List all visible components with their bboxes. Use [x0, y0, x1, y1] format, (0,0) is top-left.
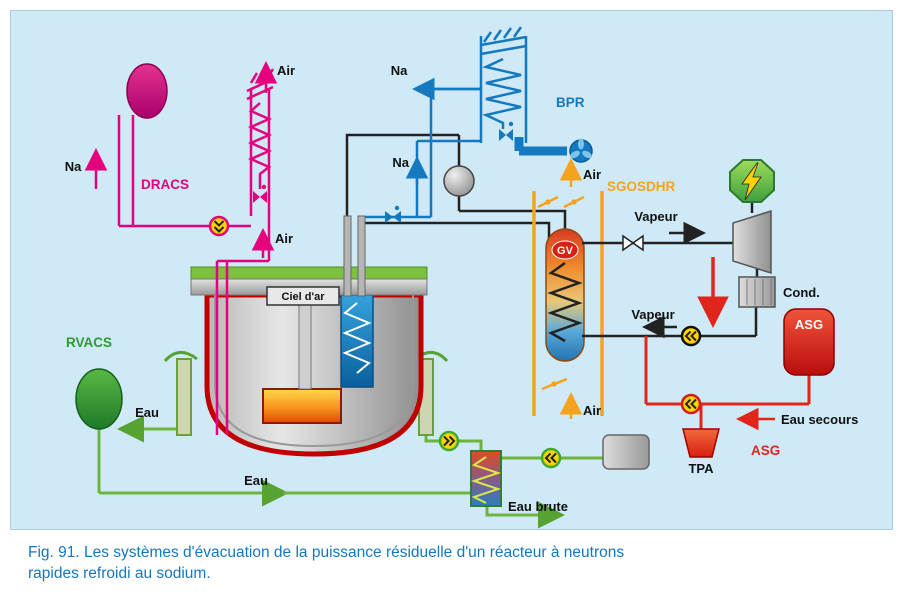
dracs-label: DRACS — [141, 177, 189, 192]
lightning-icon — [741, 162, 762, 201]
condenser-box — [738, 276, 776, 308]
rvacs-label: RVACS — [66, 335, 112, 350]
valve-icon — [622, 234, 644, 252]
condenser-label: Cond. — [783, 285, 820, 300]
valve-icon — [253, 184, 267, 203]
heat-exchanger-box — [470, 450, 502, 507]
ciel-argon-box: Ciel d'ar — [266, 286, 340, 306]
tpa-label: TPA — [688, 461, 714, 476]
eau-brute-label: Eau brute — [508, 499, 568, 514]
dhx-riser-tube — [343, 215, 352, 297]
asg-tank: ASG — [783, 308, 835, 376]
dhx-riser-tube — [357, 215, 366, 297]
pump-icon — [540, 447, 562, 469]
rvacs-air-channel — [176, 358, 192, 436]
asg-system-label: ASG — [751, 443, 780, 458]
figure-caption-line2: rapides refroidi au sodium. — [28, 564, 211, 582]
vapeur-label: Vapeur — [631, 307, 674, 322]
gv-vessel: GV — [545, 228, 585, 362]
air-label: Air — [275, 231, 293, 246]
dracs-system: DRACS Na Air Air — [65, 61, 295, 435]
eau-label: Eau — [244, 473, 268, 488]
central-tube — [298, 294, 312, 390]
gv-label: GV — [557, 245, 574, 257]
valve-icon — [499, 121, 514, 141]
dracs-tank — [126, 63, 168, 119]
expansion-sphere-icon — [443, 165, 475, 197]
na-label: Na — [65, 159, 82, 174]
generator-icon — [729, 159, 775, 203]
ciel-argon-label: Ciel d'ar — [282, 291, 326, 303]
pump-icon — [680, 393, 702, 415]
pump-icon — [680, 325, 702, 347]
air-intake-curl — [163, 351, 198, 363]
pump-icon — [208, 215, 230, 237]
steam-system: Vapeur Vapeur Cond. — [582, 159, 820, 347]
pump-icon — [438, 430, 460, 452]
air-label: Air — [583, 403, 601, 418]
water-storage-tank — [602, 434, 650, 470]
bpr-system: BPR Na Na — [365, 26, 593, 223]
sgosdhr-system: GV SGOSDHR Air Air — [532, 158, 676, 419]
air-label: Air — [277, 63, 295, 78]
blower-duct — [514, 137, 567, 156]
sgosdhr-label: SGOSDHR — [607, 179, 676, 194]
tpa-pump-icon — [682, 428, 720, 458]
reactor-decay-heat-diagram: BPR Na Na — [65, 26, 858, 529]
air-label: Air — [583, 167, 601, 182]
eau-secours-label: Eau secours — [781, 412, 858, 427]
rvacs-tank — [75, 368, 123, 430]
asg-tank-label: ASG — [795, 317, 823, 332]
asg-system: ASG TPA ASG Eau secours — [644, 257, 858, 476]
dhx-unit — [340, 294, 374, 388]
bpr-label: BPR — [556, 95, 585, 110]
reactor-vessel: Ciel d'ar — [190, 215, 428, 457]
turbine-icon — [732, 209, 772, 275]
figure-caption-line1: Fig. 91. Les systèmes d'évacuation de la… — [28, 544, 625, 561]
vapeur-label: Vapeur — [634, 209, 677, 224]
figure-caption: Fig. 91. Les systèmes d'évacuation de la… — [28, 543, 848, 585]
fan-icon — [569, 138, 593, 163]
valve-icon — [385, 205, 401, 223]
na-label: Na — [392, 155, 409, 170]
rvacs-system: RVACS Eau Eau Eau brute — [66, 335, 650, 529]
diagram-panel: BPR Na Na — [10, 10, 893, 530]
reactor-core — [262, 388, 342, 424]
na-label: Na — [391, 63, 408, 78]
eau-label: Eau — [135, 405, 159, 420]
